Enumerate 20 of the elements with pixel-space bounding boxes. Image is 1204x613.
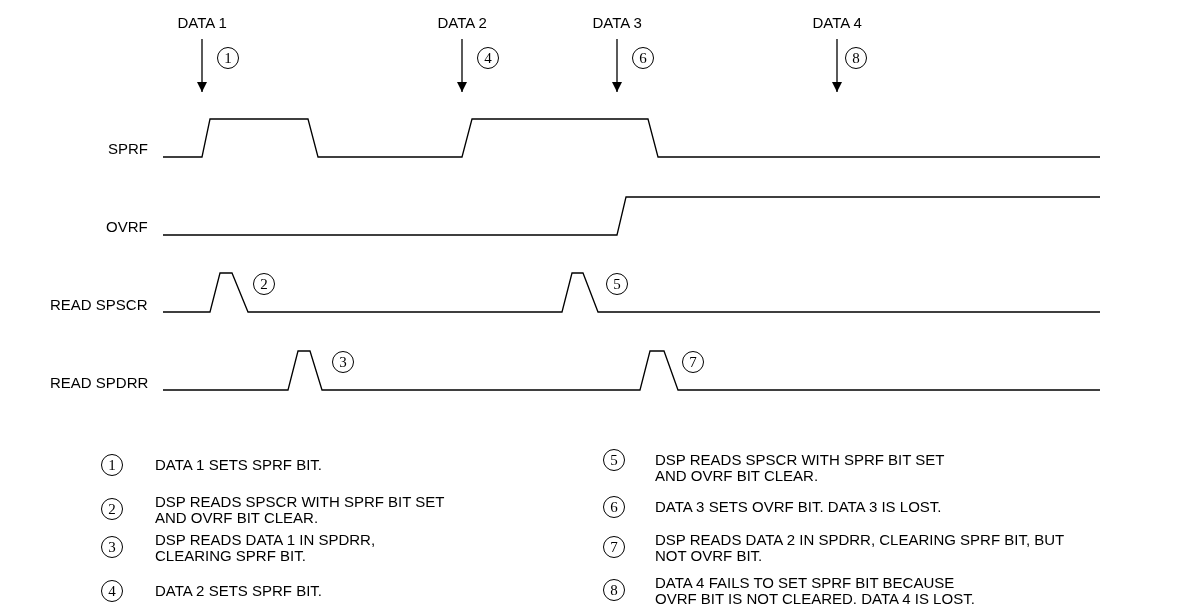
signal-label: READ SPSCR [50,296,148,313]
arrow [612,38,622,93]
arrow [457,38,467,93]
note-text: DSP READS SPSCR WITH SPRF BIT SET AND OVRF BIT CLEAR. [655,452,946,484]
note-text: DATA 1 SETS SPRF BIT. [155,457,323,473]
data-event-label: DATA 1 [177,14,227,31]
note-text: DSP READS DATA 2 IN SPDRR, CLEARING SPRF BIT, BUT NOT OVRF BIT. [655,532,1065,564]
signal-label: SPRF [108,140,148,157]
data-event-label: DATA 3 [592,14,642,31]
signal-label: READ SPDRR [50,374,149,391]
arrow [832,38,842,93]
arrow [197,38,207,93]
data-event-label: DATA 4 [812,14,862,31]
note-text: DATA 3 SETS OVRF BIT. DATA 3 IS LOST. [655,499,943,515]
data-event-label: DATA 2 [437,14,487,31]
note-text: DATA 2 SETS SPRF BIT. [155,583,323,599]
note-text: DATA 4 FAILS TO SET SPRF BIT BECAUSE OVRF BIT IS NOT CLEARED. DATA 4 IS LOST. [655,575,976,607]
note-text: DSP READS DATA 1 IN SPDRR, CLEARING SPRF BIT. [155,532,377,564]
signal-label: OVRF [106,218,148,235]
note-text: DSP READS SPSCR WITH SPRF BIT SET AND OVRF BIT CLEAR. [155,494,446,526]
